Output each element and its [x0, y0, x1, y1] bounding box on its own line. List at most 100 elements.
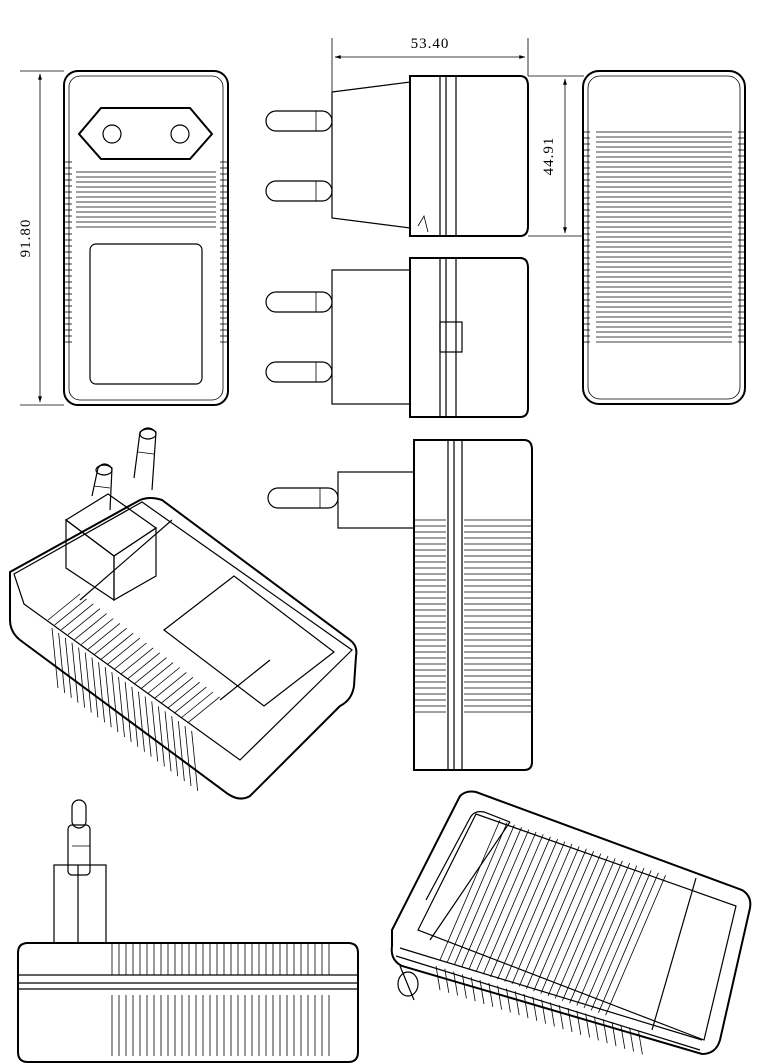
side-view-top	[265, 75, 529, 237]
label-plate	[89, 243, 203, 385]
rib-line	[453, 971, 458, 996]
rib-line	[118, 676, 125, 738]
back-ribs	[596, 131, 732, 343]
rib-line	[562, 860, 623, 1001]
rib-line	[576, 865, 638, 1006]
rib-line	[585, 1013, 590, 1038]
rib-line	[144, 696, 152, 757]
rib-line	[191, 730, 199, 791]
rib-line	[470, 977, 476, 1002]
rib-line	[550, 1002, 555, 1027]
rib-line	[506, 988, 511, 1013]
rib-line	[180, 691, 214, 719]
rib-line	[444, 968, 450, 993]
rib-line	[131, 686, 139, 747]
rib-line	[567, 1007, 573, 1033]
rib-line	[84, 652, 92, 713]
depth-dimension: 44.91	[528, 75, 584, 237]
isometric-ribs	[47, 593, 220, 791]
front-ribs	[76, 171, 216, 228]
side-vents	[64, 161, 228, 343]
rib-line	[114, 642, 147, 670]
rib-line	[605, 875, 666, 1016]
rib-line	[602, 1019, 608, 1044]
rib-line	[526, 848, 587, 989]
rib-line	[187, 696, 220, 724]
rib-line	[547, 855, 609, 997]
rib-line	[51, 627, 59, 689]
rib-line	[140, 662, 174, 689]
rib-line	[482, 834, 544, 975]
rib-line	[554, 858, 616, 999]
rib-line	[497, 839, 558, 980]
height-dimension: 91.80	[18, 70, 64, 406]
rib-line	[511, 843, 573, 985]
rib-line	[620, 1024, 626, 1049]
rib-line	[94, 627, 127, 655]
rib-line	[461, 827, 522, 968]
rib-line	[629, 1027, 634, 1052]
rib-line	[61, 603, 94, 631]
rib-line	[124, 681, 132, 742]
side-view-profile	[267, 439, 533, 771]
rib-line	[154, 672, 187, 699]
plug-socket-outline	[77, 107, 214, 160]
rib-line	[479, 979, 485, 1005]
rib-line	[446, 822, 508, 963]
rib-line	[111, 672, 119, 733]
rib-line	[439, 819, 501, 961]
rib-line	[462, 974, 467, 999]
rib-line	[540, 853, 602, 994]
rib-line	[64, 637, 72, 698]
rib-line	[583, 867, 645, 1009]
rib-line	[518, 846, 580, 987]
rib-line	[107, 637, 141, 665]
rib-line	[164, 711, 172, 772]
front-view	[63, 70, 229, 406]
rib-line	[598, 872, 659, 1013]
bottom-view	[17, 799, 359, 1063]
rib-line	[147, 667, 181, 694]
rib-line	[138, 691, 145, 752]
rib-line	[54, 598, 87, 626]
back-view	[582, 70, 746, 405]
rib-line	[71, 642, 79, 703]
rib-line	[475, 831, 537, 973]
rib-line	[468, 829, 530, 970]
rib-line	[47, 593, 81, 621]
rib-line	[611, 1021, 617, 1047]
isometric-view-plug	[9, 427, 358, 800]
isometric-view-back	[390, 790, 752, 1056]
rib-line	[576, 1010, 582, 1035]
rib-line	[167, 681, 200, 709]
bottom-ribs	[111, 943, 330, 1056]
rib-line	[91, 657, 99, 718]
pin-hole-right	[170, 124, 190, 144]
rib-line	[158, 706, 165, 767]
rib-line	[160, 676, 194, 704]
rib-line	[80, 618, 114, 645]
rib-line	[454, 824, 515, 965]
rib-line	[638, 1030, 643, 1055]
rib-line	[594, 1016, 599, 1041]
height-dimension-label: 91.80	[18, 219, 34, 258]
width-dimension-label: 53.40	[411, 36, 450, 52]
isometric-back-ribs	[435, 819, 666, 1055]
rib-line	[78, 647, 85, 708]
rib-line	[184, 725, 192, 787]
rib-line	[541, 999, 546, 1024]
pin-hole-left	[102, 124, 122, 144]
rib-line	[134, 657, 167, 685]
rib-line	[590, 870, 652, 1011]
rib-line	[100, 632, 134, 660]
rib-line	[74, 613, 107, 640]
rib-line	[497, 985, 502, 1010]
rib-line	[171, 716, 179, 777]
rib-line	[504, 841, 566, 982]
profile-ribs	[414, 519, 532, 713]
rib-line	[177, 721, 185, 782]
rib-line	[523, 993, 529, 1019]
rib-line	[87, 623, 121, 650]
rib-line	[58, 632, 66, 693]
